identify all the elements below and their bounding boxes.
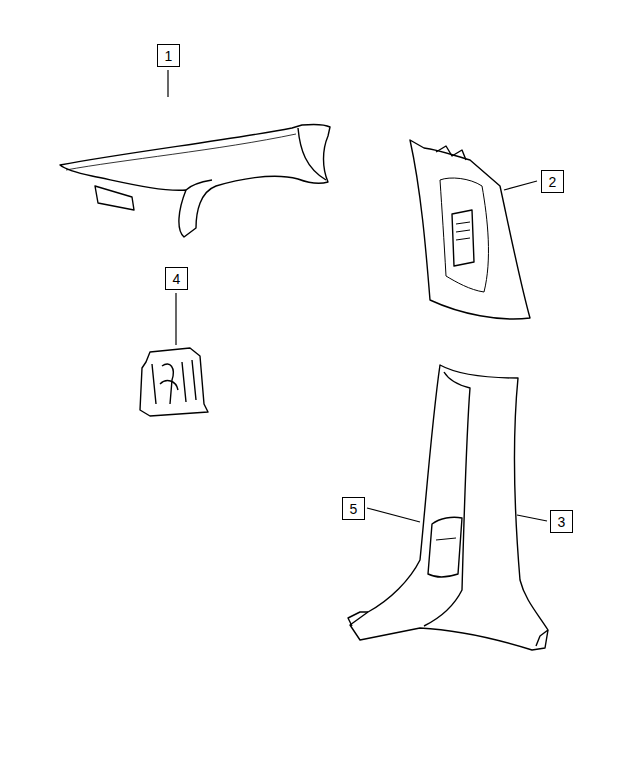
a-pillar-trim: [60, 124, 330, 237]
b-pillar-lower-trim: [348, 365, 548, 650]
callout-number: 4: [173, 272, 181, 286]
callout-number: 3: [558, 515, 566, 529]
callout-box: 3: [550, 510, 573, 533]
b-pillar-upper-trim: [410, 140, 530, 319]
callout-box: 4: [165, 267, 188, 290]
callout-number: 1: [165, 49, 173, 63]
callout-box: 1: [157, 44, 180, 67]
callout-box: 5: [342, 497, 365, 520]
callout-number: 2: [549, 175, 557, 189]
callout-box: 2: [541, 170, 564, 193]
retainer-clip: [140, 348, 208, 416]
callout-number: 5: [350, 502, 358, 516]
leader-lines: [168, 70, 547, 522]
